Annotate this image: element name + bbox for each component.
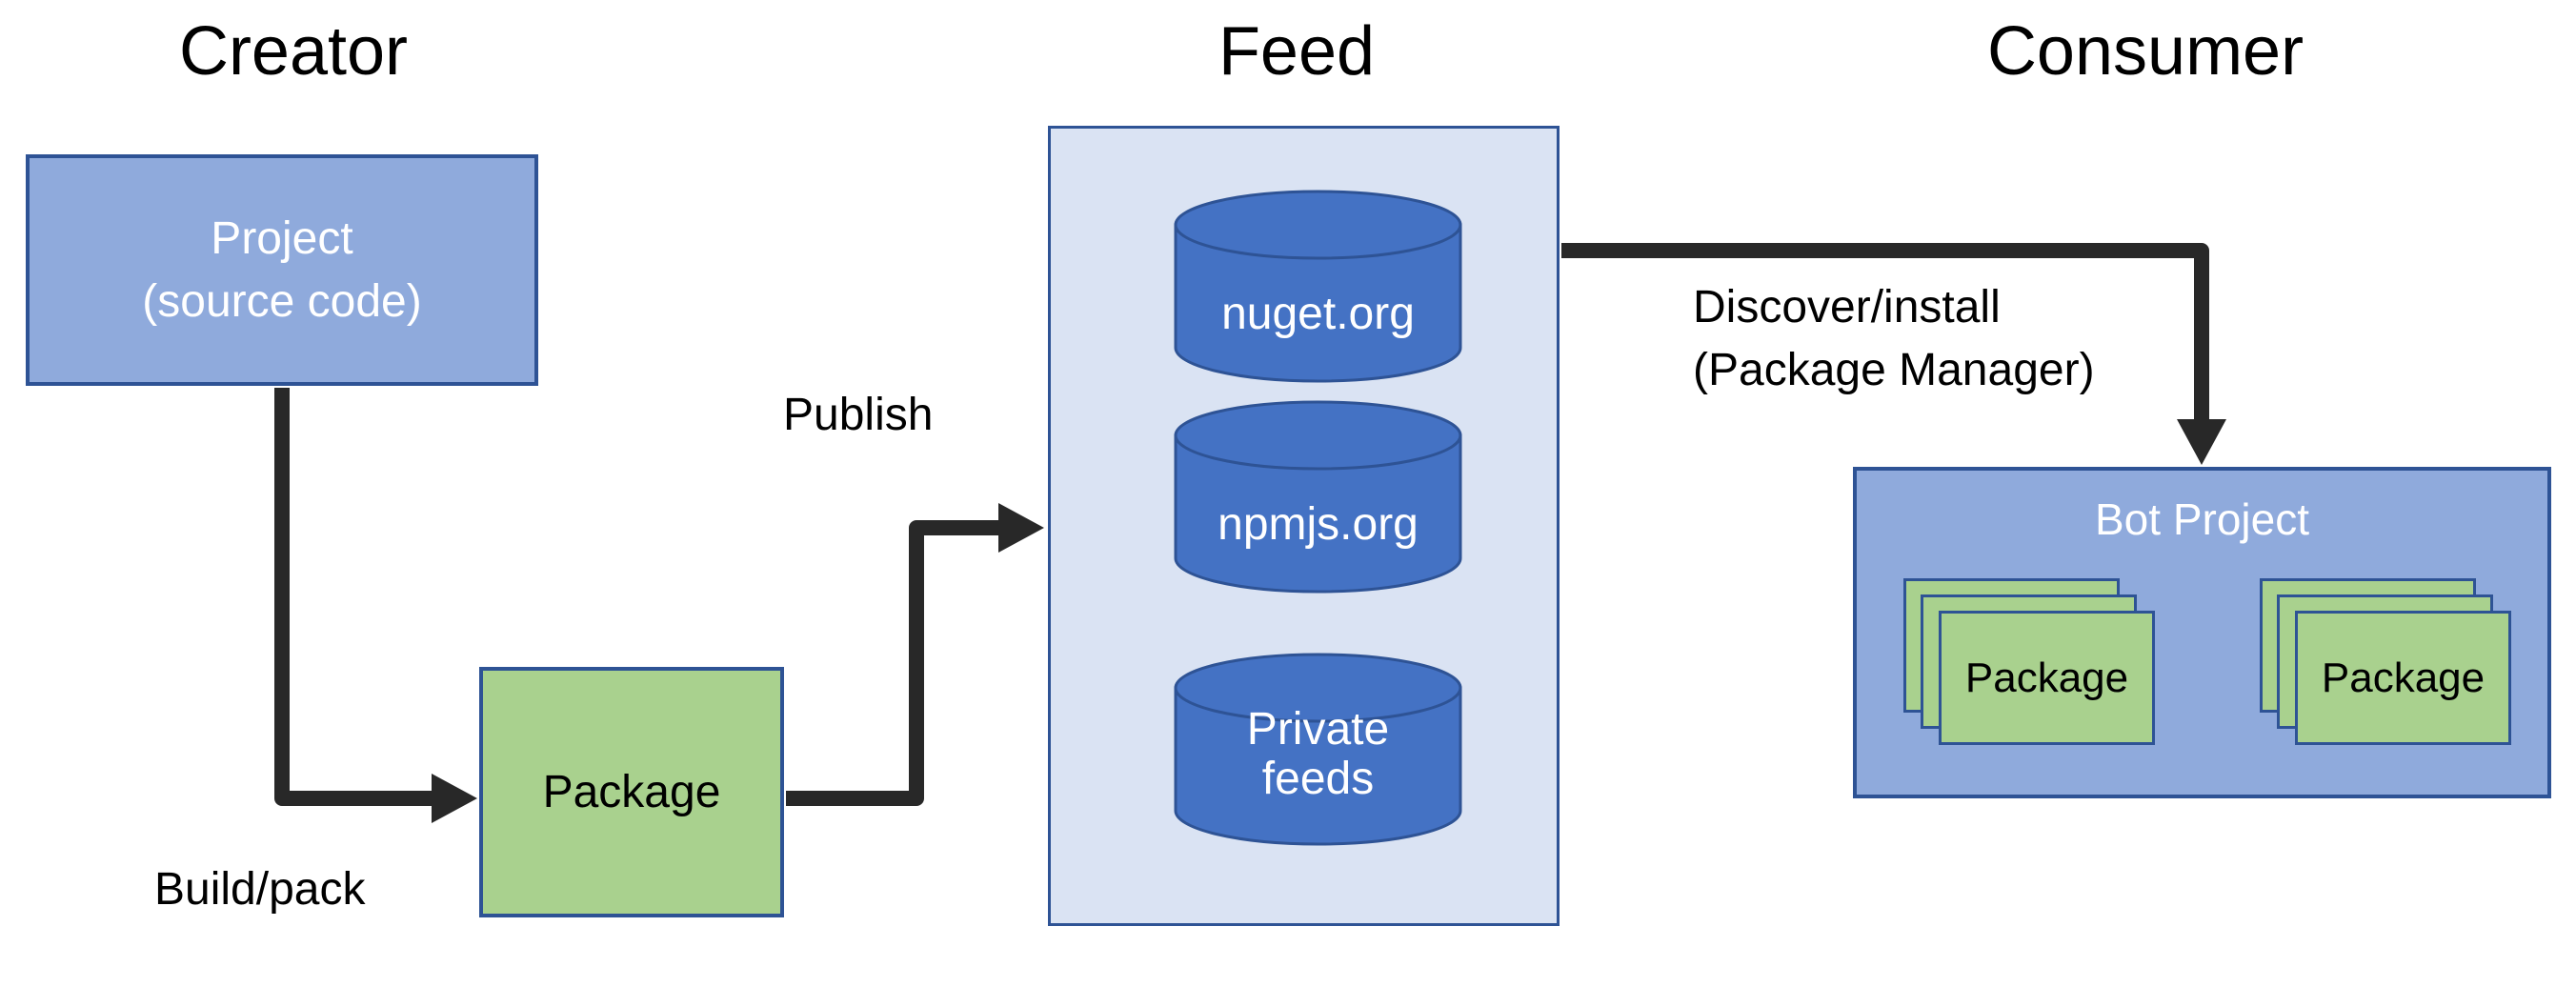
consumer-column-title: Consumer bbox=[1986, 13, 2304, 90]
nuget-org-label: nuget.org bbox=[1221, 289, 1415, 339]
bot-project-title: Bot Project bbox=[2095, 494, 2309, 544]
discover-install-label: Discover/install (Package Manager) bbox=[1693, 276, 2095, 402]
project-box-label-line1: Project bbox=[211, 212, 353, 264]
npmjs-org-cylinder: npmjs.org bbox=[1174, 399, 1462, 594]
publish-label: Publish bbox=[783, 390, 934, 440]
package-stack-right-label: Package bbox=[2321, 654, 2485, 701]
bot-project-box: Bot Project Package Package bbox=[1853, 467, 2551, 798]
build-pack-label: Build/pack bbox=[154, 864, 366, 915]
private-feeds-label-line2: feeds bbox=[1261, 754, 1375, 804]
private-feeds-label-line1: Private bbox=[1246, 704, 1390, 755]
package-stack-left-label: Package bbox=[1964, 654, 2129, 701]
private-feeds-cylinder: Private feeds bbox=[1174, 652, 1462, 847]
nuget-org-cylinder: nuget.org bbox=[1174, 189, 1462, 384]
stacked-card-front: Package bbox=[1939, 611, 2155, 745]
discover-install-label-line2: (Package Manager) bbox=[1693, 345, 2095, 395]
npmjs-org-label: npmjs.org bbox=[1218, 499, 1419, 550]
project-source-code-box: Project (source code) bbox=[26, 154, 538, 386]
publish-arrow bbox=[786, 503, 1044, 806]
package-stack-left: Package bbox=[1903, 578, 2155, 746]
creator-column-title: Creator bbox=[178, 13, 409, 90]
database-cylinder-icon bbox=[1174, 190, 1462, 383]
package-box: Package bbox=[479, 667, 784, 917]
database-cylinder-icon bbox=[1174, 653, 1462, 846]
project-box-label-line2: (source code) bbox=[142, 275, 422, 327]
build-pack-arrow bbox=[274, 388, 477, 823]
database-cylinder-icon bbox=[1174, 400, 1462, 594]
discover-install-label-line1: Discover/install bbox=[1693, 282, 2001, 332]
feed-column-title: Feed bbox=[1218, 13, 1376, 90]
package-stack-right: Package bbox=[2260, 578, 2511, 746]
package-box-label: Package bbox=[542, 767, 721, 817]
stacked-card-front: Package bbox=[2295, 611, 2511, 745]
